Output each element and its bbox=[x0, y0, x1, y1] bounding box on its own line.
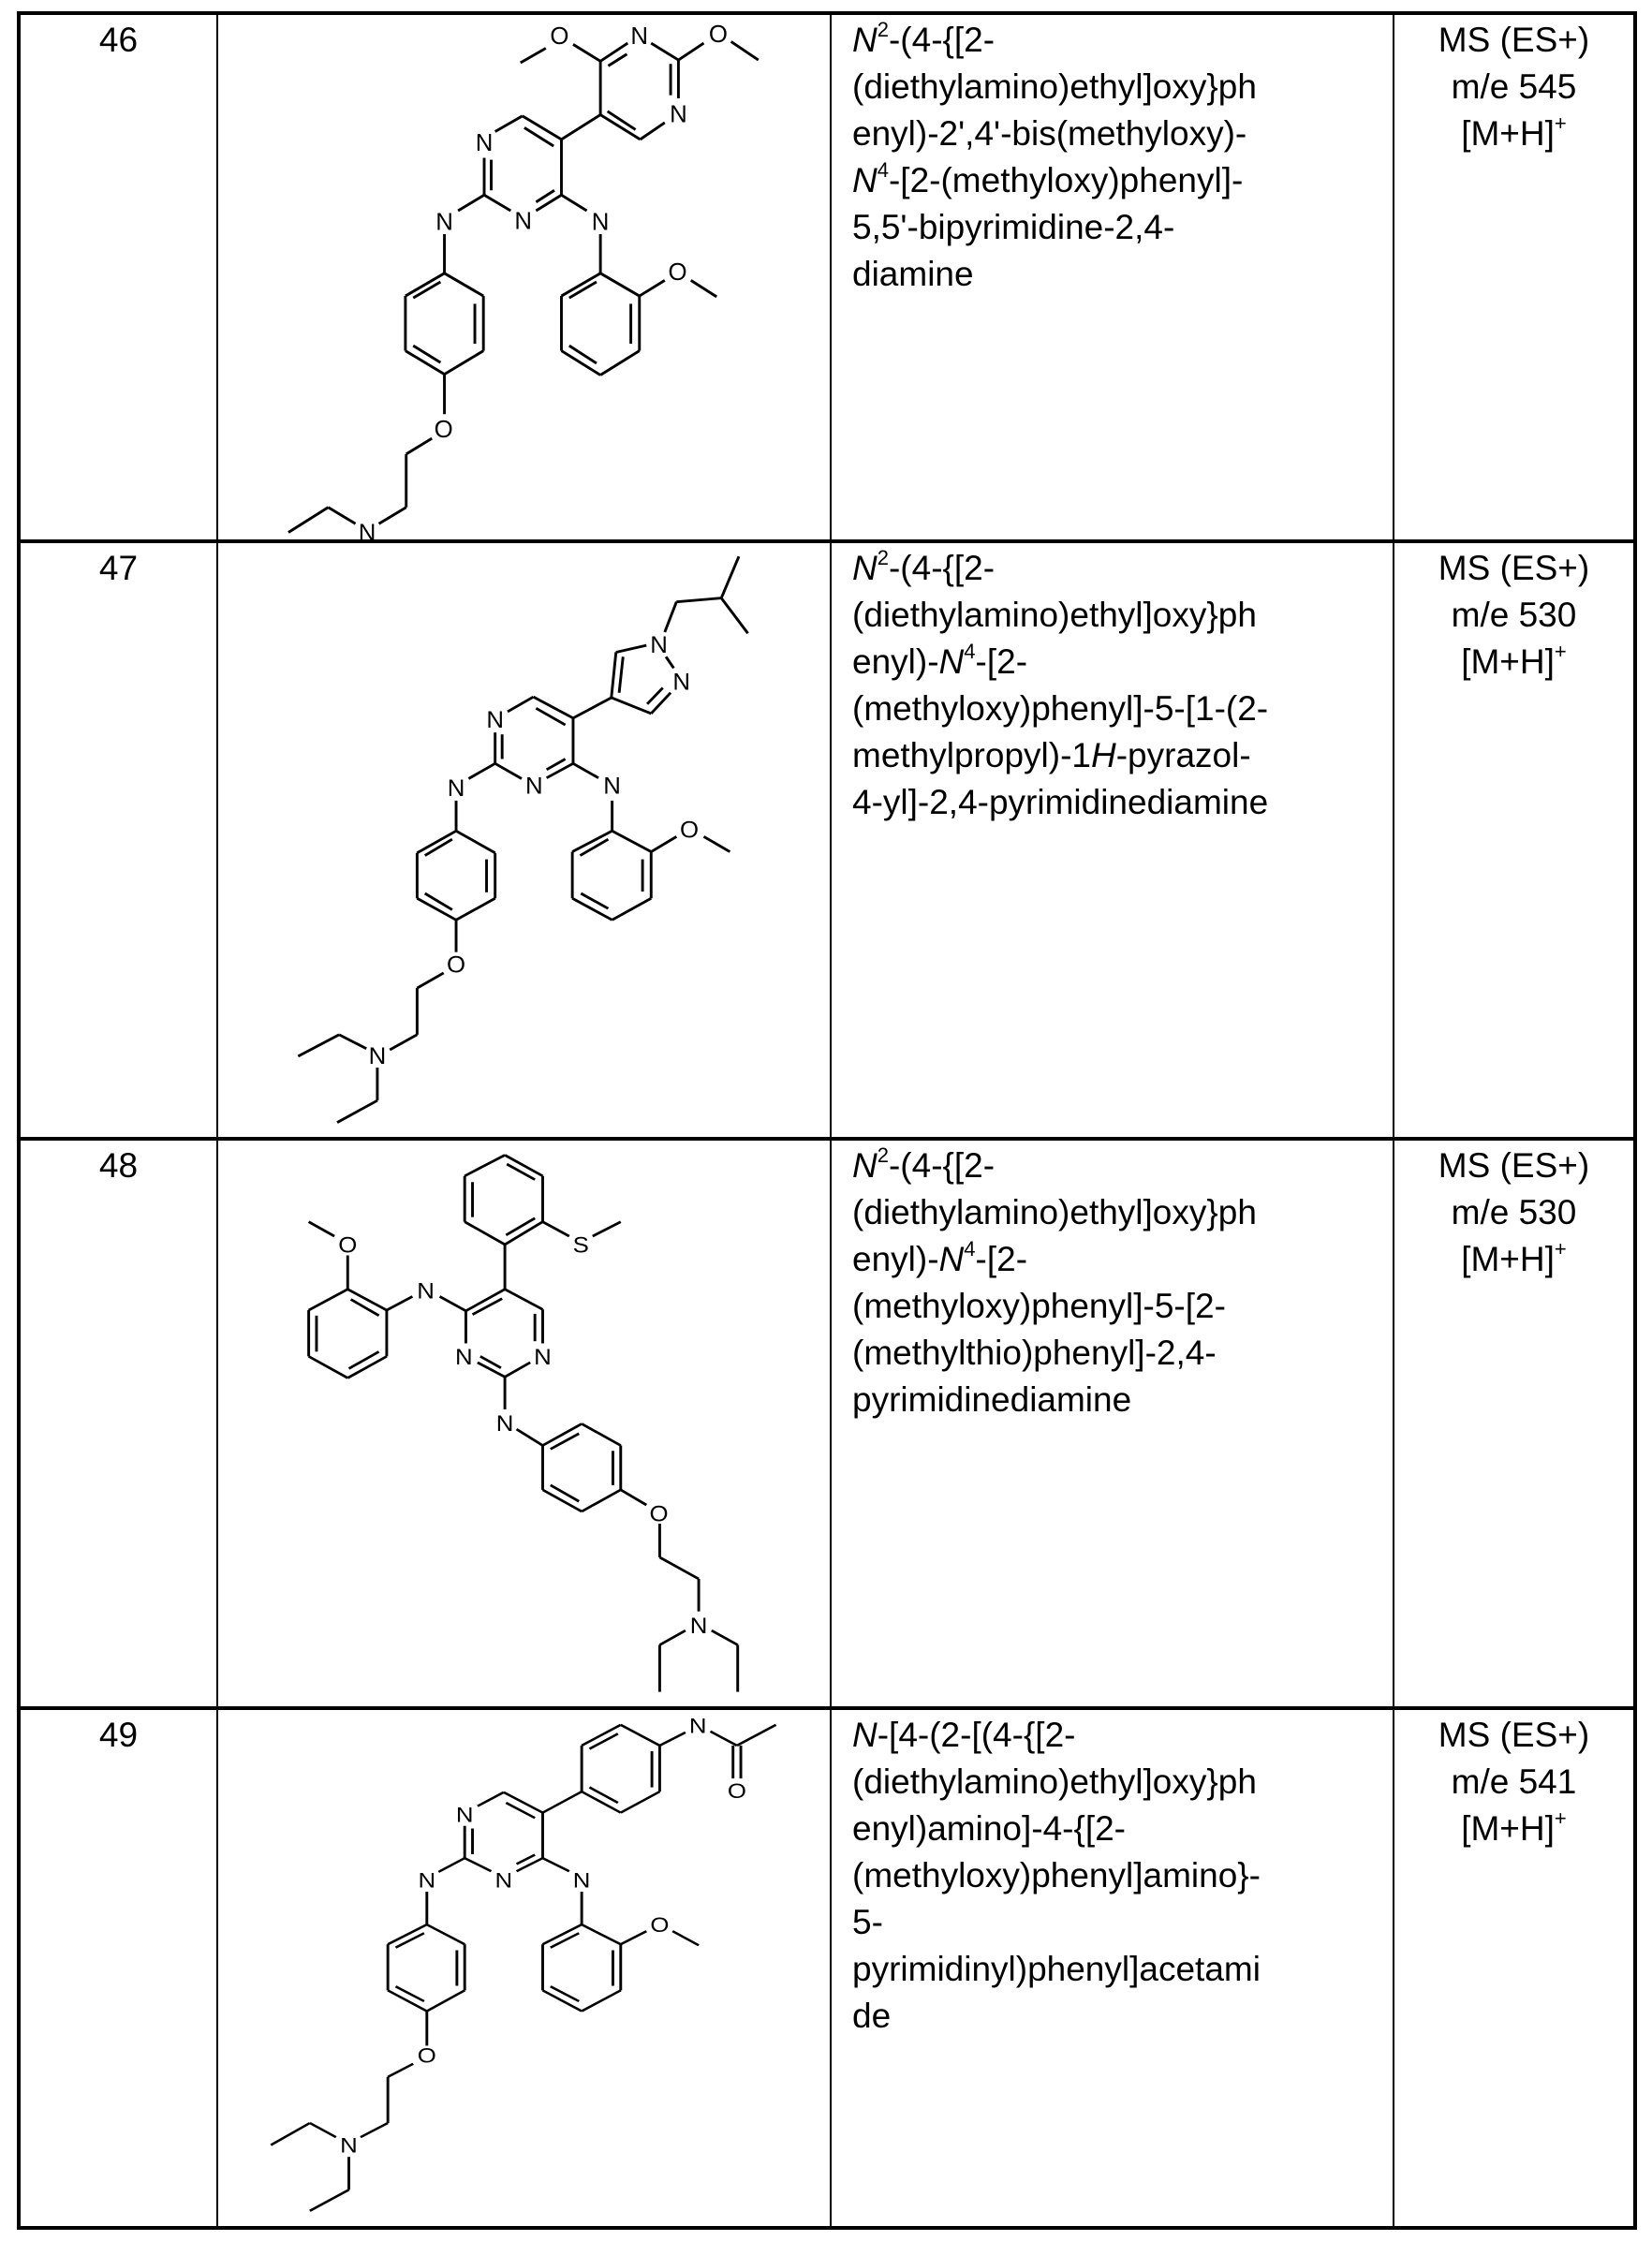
name-line: 5- bbox=[852, 1903, 883, 1941]
mass-spec-data: MS (ES+) m/e 545 [M+H]+ bbox=[1394, 15, 1633, 539]
name-line: methylpropyl)-1H-pyrazol- bbox=[852, 736, 1251, 774]
compound-name: N2-(4-{[2- (diethylamino)ethyl]oxy}ph en… bbox=[832, 543, 1394, 1137]
svg-text:N: N bbox=[455, 1345, 473, 1370]
name-line: (diethylamino)ethyl]oxy}ph bbox=[852, 596, 1257, 634]
svg-text:N: N bbox=[630, 23, 648, 50]
name-line: N2-(4-{[2- bbox=[852, 546, 996, 588]
example-number: 48 bbox=[21, 1141, 218, 1706]
name-line: N2-(4-{[2- bbox=[852, 18, 996, 60]
svg-text:O: O bbox=[728, 1780, 746, 1804]
name-line: (methylthio)phenyl]-2,4- bbox=[852, 1334, 1217, 1372]
svg-text:N: N bbox=[592, 209, 610, 235]
name-line: (methyloxy)phenyl]-5-[1-(2- bbox=[852, 689, 1269, 728]
name-line: (diethylamino)ethyl]oxy}ph bbox=[852, 1193, 1257, 1231]
name-line: (methyloxy)phenyl]amino}- bbox=[852, 1856, 1261, 1895]
svg-text:N: N bbox=[534, 1345, 552, 1370]
name-line: (methyloxy)phenyl]-5-[2- bbox=[852, 1287, 1226, 1325]
svg-text:N: N bbox=[486, 707, 504, 733]
name-line: N2-(4-{[2- bbox=[852, 1143, 996, 1186]
name-line: enyl)-N4-[2- bbox=[852, 1237, 1028, 1279]
ms-mass: m/e 530 bbox=[1451, 596, 1577, 634]
mass-spec-data: MS (ES+) m/e 530 [M+H]+ bbox=[1394, 543, 1633, 1137]
name-line: N-[4-(2-[(4-{[2- bbox=[852, 1716, 1076, 1754]
name-line: 4-yl]-2,4-pyrimidinediamine bbox=[852, 783, 1269, 821]
compound-name: N2-(4-{[2- (diethylamino)ethyl]oxy}ph en… bbox=[832, 15, 1394, 539]
svg-text:S: S bbox=[573, 1232, 589, 1258]
ms-ion: [M+H]+ bbox=[1461, 1806, 1567, 1849]
svg-text:N: N bbox=[456, 1804, 474, 1827]
example-number: 46 bbox=[21, 15, 218, 539]
chemical-structure-46-icon: O N O N N N N N O O N bbox=[218, 15, 832, 539]
mass-spec-data: MS (ES+) m/e 530 [M+H]+ bbox=[1394, 1141, 1633, 1706]
ms-mass: m/e 541 bbox=[1451, 1762, 1577, 1801]
svg-text:N: N bbox=[690, 1614, 708, 1639]
mass-spec-data: MS (ES+) m/e 541 [M+H]+ bbox=[1394, 1710, 1633, 2226]
ms-method: MS (ES+) bbox=[1438, 21, 1590, 59]
svg-text:N: N bbox=[359, 521, 376, 539]
ms-ion: [M+H]+ bbox=[1461, 1237, 1567, 1279]
svg-text:N: N bbox=[340, 2134, 358, 2158]
compound-table: 46 bbox=[17, 11, 1637, 2230]
name-line: diamine bbox=[852, 255, 974, 293]
example-number: 47 bbox=[21, 543, 218, 1137]
example-number: 49 bbox=[21, 1710, 218, 2226]
svg-text:O: O bbox=[669, 259, 687, 286]
name-line: N4-[2-(methyloxy)phenyl]- bbox=[852, 158, 1244, 200]
svg-text:N: N bbox=[417, 1279, 435, 1305]
svg-text:N: N bbox=[496, 1411, 514, 1437]
svg-text:O: O bbox=[550, 23, 568, 50]
ms-method: MS (ES+) bbox=[1438, 1716, 1590, 1754]
name-line: pyrimidinyl)phenyl]acetami bbox=[852, 1950, 1261, 1988]
ms-ion: [M+H]+ bbox=[1461, 640, 1567, 682]
compound-name: N-[4-(2-[(4-{[2- (diethylamino)ethyl]oxy… bbox=[832, 1710, 1394, 2226]
table-row: 47 bbox=[21, 539, 1633, 1137]
svg-text:N: N bbox=[573, 1869, 591, 1893]
ms-mass: m/e 530 bbox=[1451, 1193, 1577, 1231]
name-line: 5,5'-bipyrimidine-2,4- bbox=[852, 208, 1175, 246]
svg-text:N: N bbox=[418, 1869, 435, 1893]
table-row: 46 bbox=[21, 15, 1633, 539]
svg-text:O: O bbox=[418, 2044, 436, 2068]
svg-text:N: N bbox=[670, 102, 687, 128]
svg-text:N: N bbox=[476, 130, 494, 156]
svg-text:O: O bbox=[680, 818, 699, 844]
name-line: (diethylamino)ethyl]oxy}ph bbox=[852, 1762, 1257, 1801]
svg-text:N: N bbox=[650, 632, 668, 658]
svg-text:N: N bbox=[369, 1043, 387, 1069]
svg-text:N: N bbox=[689, 1715, 707, 1738]
table-row: 48 bbox=[21, 1137, 1633, 1706]
svg-text:N: N bbox=[495, 1869, 513, 1893]
svg-text:N: N bbox=[525, 774, 543, 800]
chemical-structure-49-icon: N O N N N N O O N bbox=[218, 1710, 832, 2226]
chemical-structure-48-icon: S O N N N N O N bbox=[218, 1141, 832, 1706]
svg-text:N: N bbox=[603, 774, 621, 800]
svg-text:O: O bbox=[709, 22, 728, 48]
ms-mass: m/e 545 bbox=[1451, 67, 1577, 106]
table-row: 49 bbox=[21, 1706, 1633, 2226]
name-line: (diethylamino)ethyl]oxy}ph bbox=[852, 67, 1257, 106]
ms-ion: [M+H]+ bbox=[1461, 111, 1567, 154]
name-line: enyl)amino]-4-{[2- bbox=[852, 1809, 1127, 1848]
name-line: enyl)-2',4'-bis(methyloxy)- bbox=[852, 114, 1247, 153]
name-line: enyl)-N4-[2- bbox=[852, 640, 1028, 682]
name-line: de bbox=[852, 1997, 892, 2035]
svg-text:O: O bbox=[338, 1232, 357, 1258]
svg-text:N: N bbox=[435, 209, 453, 235]
svg-text:N: N bbox=[672, 670, 690, 696]
ms-method: MS (ES+) bbox=[1438, 549, 1590, 587]
name-line: pyrimidinediamine bbox=[852, 1380, 1132, 1419]
svg-text:O: O bbox=[435, 417, 453, 443]
svg-text:O: O bbox=[650, 1501, 669, 1526]
svg-text:N: N bbox=[514, 209, 532, 235]
compound-name: N2-(4-{[2- (diethylamino)ethyl]oxy}ph en… bbox=[832, 1141, 1394, 1706]
svg-text:O: O bbox=[650, 1914, 669, 1938]
svg-text:O: O bbox=[447, 952, 465, 979]
ms-method: MS (ES+) bbox=[1438, 1146, 1590, 1185]
svg-text:N: N bbox=[448, 775, 465, 802]
